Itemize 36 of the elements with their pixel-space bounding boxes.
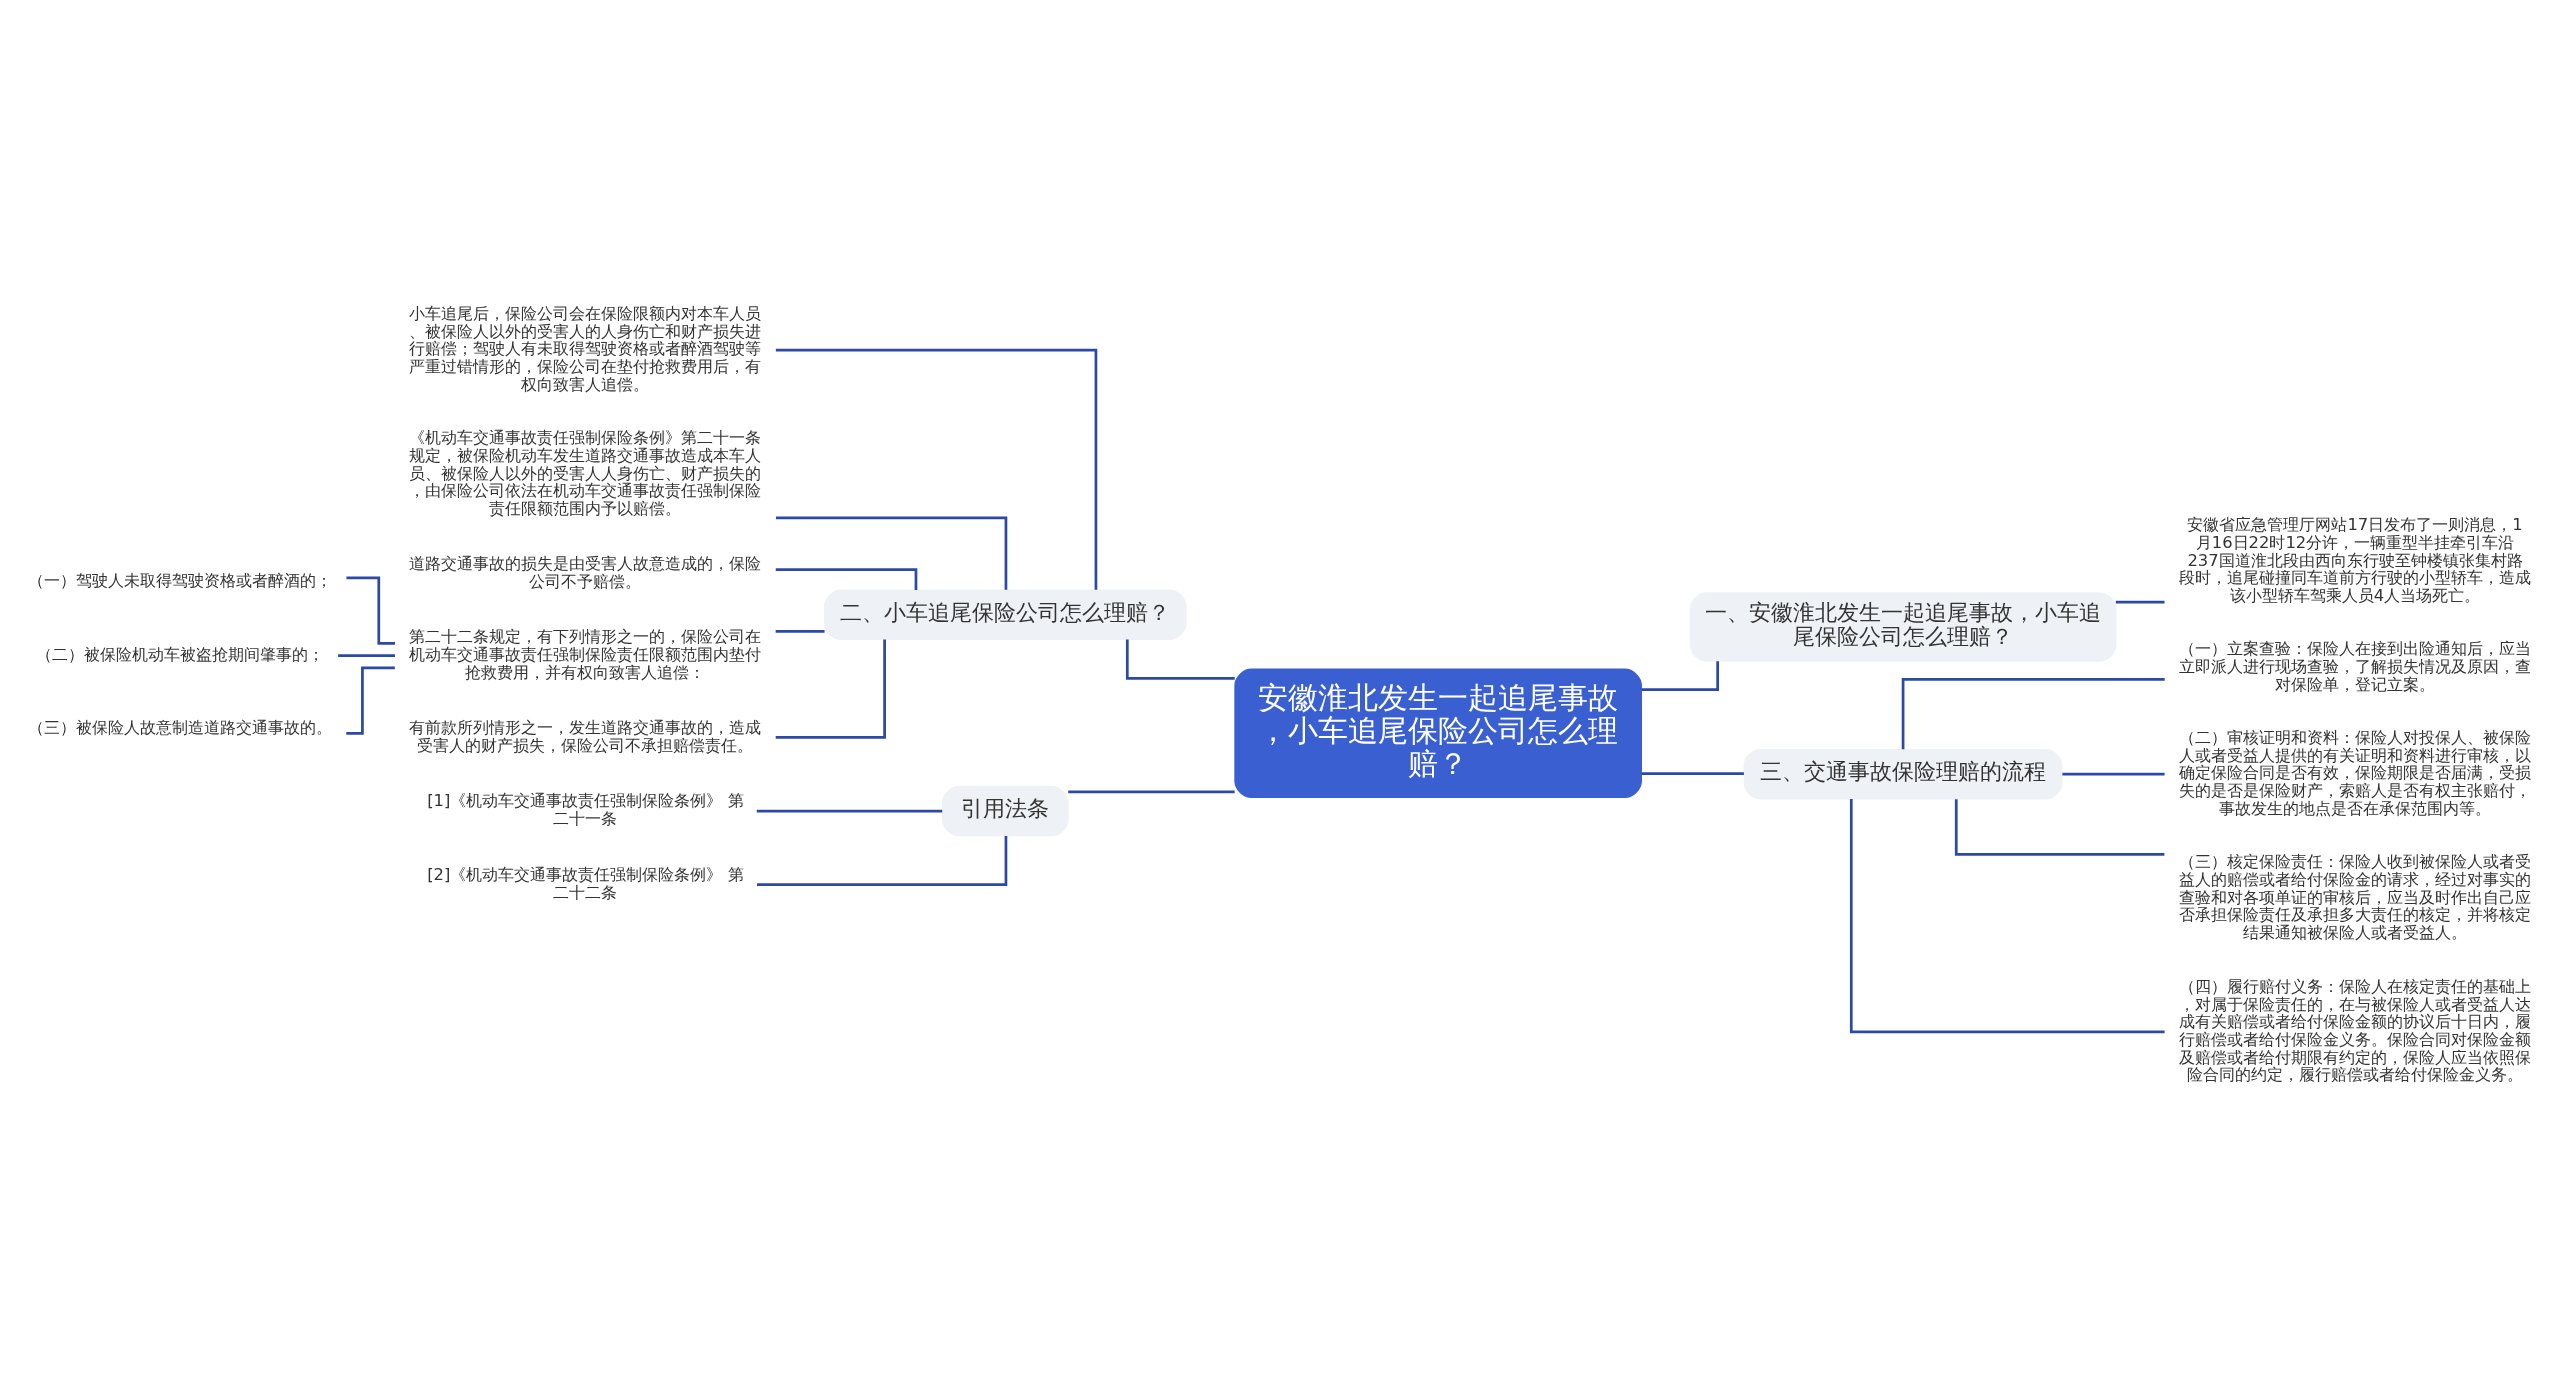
node-text: 安徽省应急管理厅网站17日发布了一则消息，1月16日22时12分许，一辆重型半挂牵引车沿237国道淮北段由西向东行驶至钟楼镇张集村路段时，追尾碰撞同车道前方行驶的小型轿车，造成该小型轿车驾乘人员4人当场死亡。	[2179, 514, 2532, 605]
node-text: （四）履行赔付义务：保险人在核定责任的基础上，对属于保险责任的，在与被保险人或者受益人达成有关赔偿或者给付保险金额的协议后十日内，履行赔偿或者给付保险金义务。保险合同对保险金额及赔偿或者给付期限有约定的，保险人应当依照保险合同的约定，履行赔偿或者给付保险金义务。	[2179, 976, 2532, 1084]
node-box: 二、小车追尾保险公司怎么理赔？	[823, 589, 1187, 640]
node-text: [2]《机动车交通事故责任强制保险条例》 第二十二条	[427, 864, 744, 902]
connector	[1954, 798, 2165, 856]
node-text: （二）审核证明和资料：保险人对投保人、被保险人或者受益人提供的有关证明和资料进行审核，以确定保险合同是否有效，保险期限是否届满，受损失的是否是保险财产，索赔人是否有权主张赔付，事故发生的地点是否在承保范围内等。	[2179, 727, 2532, 818]
node-text: 有前款所列情形之一，发生道路交通事故的，造成受害人的财产损失，保险公司不承担赔偿责任。	[409, 717, 762, 755]
connector	[338, 653, 395, 657]
connector	[2115, 600, 2165, 603]
connector	[757, 835, 1008, 886]
node-box: 引用法条	[941, 785, 1069, 836]
connector	[756, 809, 943, 812]
node-text: [1]《机动车交通事故责任强制保险条例》 第二十一条	[427, 790, 744, 828]
node-text: 小车追尾后，保险公司会在保险限额内对本车人员、被保险人以外的受害人的人身伤亡和财产损失进行赔偿；驾驶人有未取得驾驶资格或者醉酒驾驶等严重过错情形的，保险公司在垫付抢救费用后，有权向致害人追偿。	[409, 303, 762, 394]
connector	[1849, 798, 2165, 1033]
node-text: 《机动车交通事故责任强制保险条例》第二十一条规定，被保险机动车发生道路交通事故造成本车人员、被保险人以外的受害人人身伤亡、财产损失的，由保险公司依法在机动车交通事故责任强制保险责任限额范围内予以赔偿。	[409, 427, 762, 518]
connector	[1641, 771, 1744, 775]
node-text: （三）核定保险责任：保险人收到被保险人或者受益人的赔偿或者给付保险金的请求，经过对事实的查验和对各项单证的审核后，应当及时作出自己应否承担保险责任及承担多大责任的核定，并将核定结果通知被保险人或者受益人。	[2179, 851, 2532, 942]
connector	[2062, 772, 2165, 776]
node-box: 安徽淮北发生一起追尾事故，小车追尾保险公司怎么理赔？	[1234, 668, 1642, 798]
node-box: 一、安徽淮北发生一起追尾事故，小车追尾保险公司怎么理赔？	[1689, 591, 2117, 662]
connector	[1901, 677, 2165, 749]
connector	[1125, 639, 1235, 680]
node-text: （一）驾驶人未取得驾驶资格或者醉酒的；	[28, 570, 333, 590]
connector	[1068, 790, 1235, 793]
node-text: （一）立案查验：保险人在接到出险通知后，应当立即派人进行现场查验，了解损失情况及原因，查对保险单，登记立案。	[2179, 638, 2532, 694]
connector	[775, 567, 918, 590]
node-text: （二）被保险机动车被盗抢期间肇事的；	[36, 644, 325, 664]
node-box: 三、交通事故保险理赔的流程	[1743, 748, 2063, 799]
connector	[775, 629, 825, 633]
node-text: （三）被保险人故意制造道路交通事故的。	[28, 717, 333, 737]
connector	[775, 348, 1098, 590]
connector	[775, 516, 1008, 590]
node-text: 第二十二条规定，有下列情形之一的，保险公司在机动车交通事故责任强制保险责任限额范围内垫付抢救费用，并有权向致害人追偿：	[409, 626, 762, 682]
node-text: 道路交通事故的损失是由受害人故意造成的，保险公司不予赔偿。	[409, 553, 762, 591]
connector	[775, 639, 886, 739]
